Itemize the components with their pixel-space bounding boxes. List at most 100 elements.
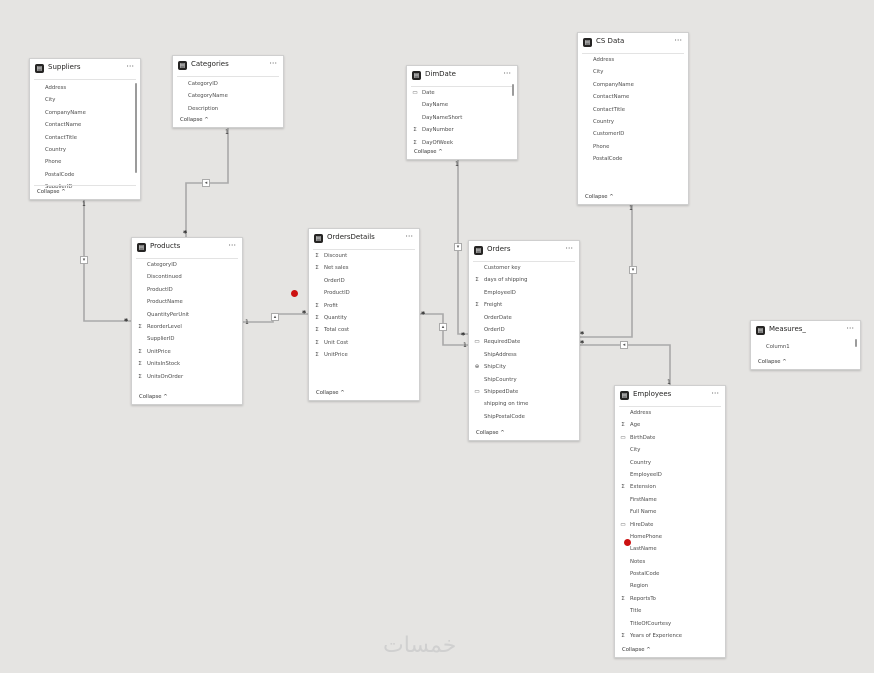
- scrollbar[interactable]: [512, 84, 514, 96]
- scrollbar[interactable]: [855, 339, 857, 347]
- field-item[interactable]: ProductID: [309, 287, 419, 299]
- cross-filter-arrow-icon[interactable]: ▾: [454, 243, 462, 251]
- field-item[interactable]: ShipPostalCode: [469, 411, 579, 423]
- field-item[interactable]: SupplierID: [30, 181, 140, 188]
- field-item[interactable]: Phone: [30, 156, 140, 168]
- field-item[interactable]: ShipAddress: [469, 349, 579, 361]
- field-item[interactable]: FirstName: [615, 494, 725, 506]
- collapse-button[interactable]: Collapse ^: [139, 394, 168, 400]
- field-item[interactable]: Notes: [615, 556, 725, 568]
- field-item[interactable]: Address: [30, 82, 140, 94]
- field-item[interactable]: OrderID: [309, 275, 419, 287]
- cross-filter-arrow-icon[interactable]: ▾: [80, 256, 88, 264]
- more-options-icon[interactable]: ···: [674, 36, 682, 45]
- more-options-icon[interactable]: ···: [126, 62, 134, 71]
- field-item[interactable]: PostalCode: [578, 153, 688, 165]
- field-item[interactable]: ContactName: [578, 91, 688, 103]
- field-item[interactable]: Address: [615, 407, 725, 419]
- field-item[interactable]: QuantityPerUnit: [132, 309, 242, 321]
- table-header[interactable]: ▤ Products ···: [132, 238, 242, 258]
- field-item[interactable]: Country: [578, 116, 688, 128]
- field-item[interactable]: EmployeeID: [615, 469, 725, 481]
- field-item[interactable]: Country: [30, 144, 140, 156]
- collapse-button[interactable]: Collapse ^: [476, 430, 505, 436]
- field-item[interactable]: Phone: [578, 141, 688, 153]
- more-options-icon[interactable]: ···: [228, 241, 236, 250]
- field-item[interactable]: ContactName: [30, 119, 140, 131]
- field-item[interactable]: ContactTitle: [578, 104, 688, 116]
- field-item[interactable]: ▭BirthDate: [615, 432, 725, 444]
- field-item[interactable]: Region: [615, 580, 725, 592]
- table-header[interactable]: ▤ Measures_ ···: [751, 321, 860, 341]
- measures-table-card[interactable]: ▤ Measures_ ··· Column1 Collapse ^: [750, 320, 861, 370]
- field-item[interactable]: OrderDate: [469, 312, 579, 324]
- field-item[interactable]: CustomerID: [578, 128, 688, 140]
- cross-filter-arrow-icon[interactable]: ▴: [439, 323, 447, 331]
- table-header[interactable]: ▤ CS Data ···: [578, 33, 688, 53]
- table-header[interactable]: ▤ OrdersDetails ···: [309, 229, 419, 249]
- collapse-button[interactable]: Collapse ^: [37, 189, 66, 195]
- field-item[interactable]: shipping on time: [469, 398, 579, 410]
- collapse-button[interactable]: Collapse ^: [585, 194, 614, 200]
- field-item[interactable]: LastName: [615, 543, 725, 555]
- field-item[interactable]: CategoryName: [173, 90, 283, 102]
- collapse-button[interactable]: Collapse ^: [414, 149, 443, 155]
- cross-filter-arrow-icon[interactable]: ◂: [202, 179, 210, 187]
- field-item[interactable]: CompanyName: [30, 107, 140, 119]
- table-header[interactable]: ▤ Categories ···: [173, 56, 283, 76]
- table-header[interactable]: ▤ Orders ···: [469, 241, 579, 261]
- field-item[interactable]: SupplierID: [132, 333, 242, 345]
- cross-filter-arrow-icon[interactable]: ◂: [620, 341, 628, 349]
- more-options-icon[interactable]: ···: [503, 69, 511, 78]
- field-item[interactable]: ▭HireDate: [615, 519, 725, 531]
- field-item[interactable]: Title: [615, 605, 725, 617]
- field-item[interactable]: PostalCode: [30, 169, 140, 181]
- collapse-button[interactable]: Collapse ^: [180, 117, 209, 123]
- field-item[interactable]: Description: [173, 103, 283, 115]
- field-item[interactable]: Customer key: [469, 262, 579, 274]
- field-item[interactable]: TitleOfCourtesy: [615, 618, 725, 630]
- cross-filter-arrow-icon[interactable]: ▾: [629, 266, 637, 274]
- more-options-icon[interactable]: ···: [405, 232, 413, 241]
- field-item[interactable]: ContactTitle: [30, 132, 140, 144]
- field-item[interactable]: Column1: [751, 341, 860, 353]
- field-item[interactable]: City: [615, 444, 725, 456]
- field-item[interactable]: City: [578, 66, 688, 78]
- more-options-icon[interactable]: ···: [269, 59, 277, 68]
- table-header[interactable]: ▤ DimDate ···: [407, 66, 517, 86]
- field-item[interactable]: Address: [578, 54, 688, 66]
- field-item[interactable]: PostalCode: [615, 568, 725, 580]
- field-item[interactable]: ▭Date: [407, 87, 517, 99]
- collapse-button[interactable]: Collapse ^: [316, 390, 345, 396]
- field-item[interactable]: ProductID: [132, 284, 242, 296]
- field-item[interactable]: ProductName: [132, 296, 242, 308]
- field-item[interactable]: CompanyName: [578, 79, 688, 91]
- field-item[interactable]: ⊕ShipCity: [469, 361, 579, 373]
- field-item[interactable]: DayName: [407, 99, 517, 111]
- field-item[interactable]: ▭ShippedDate: [469, 386, 579, 398]
- table-header[interactable]: ▤ Employees ···: [615, 386, 725, 406]
- field-item[interactable]: EmployeeID: [469, 287, 579, 299]
